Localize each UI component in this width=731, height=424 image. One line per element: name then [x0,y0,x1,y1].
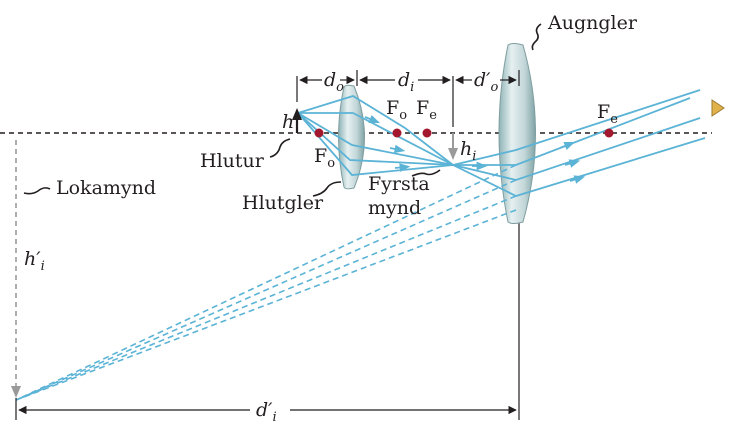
dim-label-di: di [398,69,414,95]
ray-arrow [394,163,411,172]
first-image-label-line2: mynd [368,197,421,219]
focal-point-Fo-left [314,128,324,138]
virtual-ray-4 [15,209,517,401]
ray-eye-2 [452,117,701,181]
dim-label-dip: d′i [256,399,277,424]
focal-point-Fe-left [422,128,432,138]
object-arrow-head [292,108,302,120]
first-image-arrow-head [448,148,458,160]
eye-icon [711,99,725,117]
object-leader [269,138,291,158]
virtual-ray-3 [15,195,517,401]
eyepiece-label: Augngler [547,12,638,34]
first-image-height-label: hi [460,138,476,164]
ray-arrow [564,159,581,168]
focal-label-Fo-bottom: Fo [314,145,335,171]
objective-label: Hlutgler [242,192,324,214]
focal-label-Fe-right: Fe [597,101,618,127]
ray-eye-4 [452,89,701,166]
ray-eye-3 [452,137,706,197]
virtual-ray-1 [15,164,517,401]
eyepiece-leader [531,23,542,51]
ray-upper [297,95,454,166]
focal-label-Fo-top: Fo [386,97,407,123]
dim-label-dop: d′o [474,69,498,95]
dim-label-do: do [324,69,344,95]
object-label: Hlutur [200,150,265,172]
ray-parallel [298,112,454,166]
final-image-height-label: h′i [24,248,45,274]
first-image-label-line1: Fyrsta [368,173,430,195]
final-image-leader [23,187,51,195]
ray-arrow [389,144,406,154]
final-image-arrow-head [11,386,21,398]
ray-center [297,112,454,166]
ray-focal [297,112,454,166]
focal-point-Fe-right [604,128,614,138]
object-height-label: h [282,111,294,133]
virtual-ray-2 [15,179,517,401]
ray-arrow [559,141,576,151]
ray-arrow [364,114,381,124]
focal-point-Fo-right [392,128,402,138]
objective-leader [312,181,342,197]
ray-arrow [569,175,586,184]
final-image-label: Lokamynd [56,177,156,199]
focal-label-Fe-top: Fe [416,97,437,123]
first-image-leader [411,169,441,177]
